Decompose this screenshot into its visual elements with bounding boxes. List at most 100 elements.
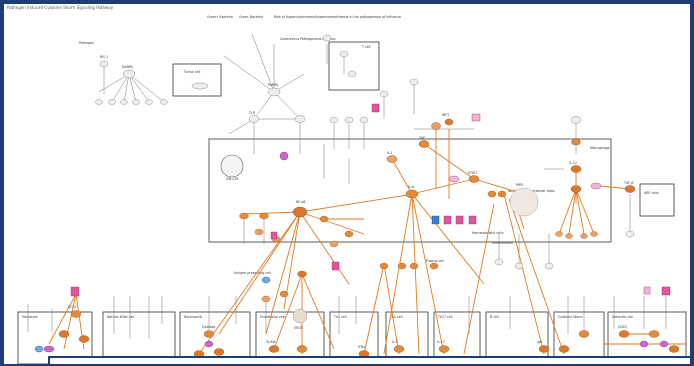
node-endo1[interactable] xyxy=(268,345,280,353)
pathway-canvas[interactable]: Pathogen Induced Cytokine Storm Signalin… xyxy=(4,4,690,364)
node-pink-12[interactable] xyxy=(204,340,214,348)
node-th17[interactable] xyxy=(438,345,450,353)
node-gray[interactable] xyxy=(494,258,504,266)
node-pink-10[interactable] xyxy=(590,182,602,190)
node-macro6[interactable] xyxy=(580,233,588,239)
node-jak[interactable] xyxy=(497,190,507,198)
label-vegf: VEGF xyxy=(294,326,303,330)
node-gray[interactable] xyxy=(514,262,524,270)
node-cx3[interactable] xyxy=(329,240,339,248)
node-pink-tr[interactable] xyxy=(471,113,481,122)
node-blue-2[interactable] xyxy=(261,276,271,284)
node-gray[interactable] xyxy=(160,99,168,105)
node-labels: NF-κB IL-6 IL-1 TNF TLR PAMPs DAMPs RIG-… xyxy=(68,55,633,349)
node-pink-6[interactable] xyxy=(70,286,80,297)
node-mono3[interactable] xyxy=(78,335,90,343)
node-nets-complex[interactable] xyxy=(509,187,539,217)
node-apc1[interactable] xyxy=(297,270,307,278)
node-gray[interactable] xyxy=(379,90,389,98)
node-macro3[interactable] xyxy=(571,138,581,146)
node-macro4[interactable] xyxy=(555,231,563,237)
node-storm1[interactable] xyxy=(578,330,590,338)
node-pink-1[interactable] xyxy=(443,215,452,225)
node-tlr[interactable] xyxy=(248,115,260,123)
node-mono2[interactable] xyxy=(58,330,70,338)
node-cx2[interactable] xyxy=(344,230,354,238)
node-neut3[interactable] xyxy=(213,348,225,356)
node-plasma4[interactable] xyxy=(429,262,439,270)
node-th2[interactable] xyxy=(393,345,405,353)
node-apc3[interactable] xyxy=(261,295,271,303)
node-gray[interactable] xyxy=(625,230,635,238)
node-pink-8[interactable] xyxy=(643,286,651,295)
node-gray[interactable] xyxy=(409,78,419,86)
label-rigi: RIG-I xyxy=(100,55,108,59)
node-damps[interactable] xyxy=(122,69,136,79)
node-gray[interactable] xyxy=(108,99,116,105)
node-pink-3[interactable] xyxy=(468,215,477,225)
node-macro7[interactable] xyxy=(590,231,598,237)
node-gray[interactable] xyxy=(359,116,369,124)
node-neut1[interactable] xyxy=(203,330,215,338)
node-hema2[interactable] xyxy=(259,212,269,220)
node-macro5[interactable] xyxy=(565,233,573,239)
node-cx1[interactable] xyxy=(319,215,329,223)
node-gray[interactable] xyxy=(95,99,103,105)
tumor-cell-box xyxy=(172,63,222,97)
node-il6[interactable] xyxy=(405,189,419,199)
node-pink-13[interactable] xyxy=(639,340,649,348)
node-plasma3[interactable] xyxy=(409,262,419,270)
node-rigi[interactable] xyxy=(99,60,109,68)
node-b2[interactable] xyxy=(558,345,570,353)
node-gray[interactable] xyxy=(132,99,140,105)
node-pink-5[interactable] xyxy=(331,261,340,271)
node-macro1[interactable] xyxy=(570,165,582,173)
node-tnf[interactable] xyxy=(418,140,430,148)
node-blue-1[interactable] xyxy=(431,215,440,225)
node-pink-2[interactable] xyxy=(455,215,464,225)
node-pamps[interactable] xyxy=(267,87,281,97)
node-b1[interactable] xyxy=(538,345,550,353)
node-gray[interactable] xyxy=(329,116,339,124)
node-hema1[interactable] xyxy=(239,212,249,220)
node-apc2[interactable] xyxy=(279,290,289,298)
node-mono1[interactable] xyxy=(70,310,82,318)
node-pink-4[interactable] xyxy=(270,231,278,240)
node-blue-3[interactable] xyxy=(34,345,44,353)
node-plasma1[interactable] xyxy=(379,262,389,270)
are-cells-box xyxy=(639,183,675,217)
node-dc2[interactable] xyxy=(648,330,660,338)
node-irf3[interactable] xyxy=(444,118,454,126)
node-gray[interactable] xyxy=(347,70,357,78)
node-gray[interactable] xyxy=(322,34,332,42)
node-gray[interactable] xyxy=(544,262,554,270)
node-dc3[interactable] xyxy=(668,345,680,353)
label-inflam: Inflammation xyxy=(492,241,513,245)
node-are[interactable] xyxy=(624,185,636,193)
node-pink-11[interactable] xyxy=(43,345,55,353)
node-ifng[interactable] xyxy=(431,122,441,130)
node-gray[interactable] xyxy=(191,82,209,90)
node-cytokine-hub[interactable] xyxy=(220,154,244,178)
node-pink-top[interactable] xyxy=(371,103,380,113)
node-stat3[interactable] xyxy=(487,190,497,198)
node-nfkb[interactable] xyxy=(292,206,308,218)
node-pink-7[interactable] xyxy=(661,286,671,296)
node-stat1[interactable] xyxy=(468,175,480,183)
node-gray[interactable] xyxy=(570,116,582,124)
node-gray[interactable] xyxy=(344,116,354,124)
node-pink-9[interactable] xyxy=(448,175,460,183)
node-gray[interactable] xyxy=(339,50,349,58)
node-plasma2[interactable] xyxy=(397,262,407,270)
node-pink-14[interactable] xyxy=(659,340,669,348)
node-tlr2[interactable] xyxy=(294,115,306,123)
node-il1[interactable] xyxy=(386,155,398,163)
node-dc1[interactable] xyxy=(618,330,630,338)
node-hema3[interactable] xyxy=(254,228,264,236)
node-apc-complex[interactable] xyxy=(292,308,308,324)
node-gray[interactable] xyxy=(145,99,153,105)
node-endo2[interactable] xyxy=(296,345,308,353)
node-gray[interactable] xyxy=(120,99,128,105)
node-pink-macro[interactable] xyxy=(279,151,289,161)
node-macro2[interactable] xyxy=(570,185,582,193)
